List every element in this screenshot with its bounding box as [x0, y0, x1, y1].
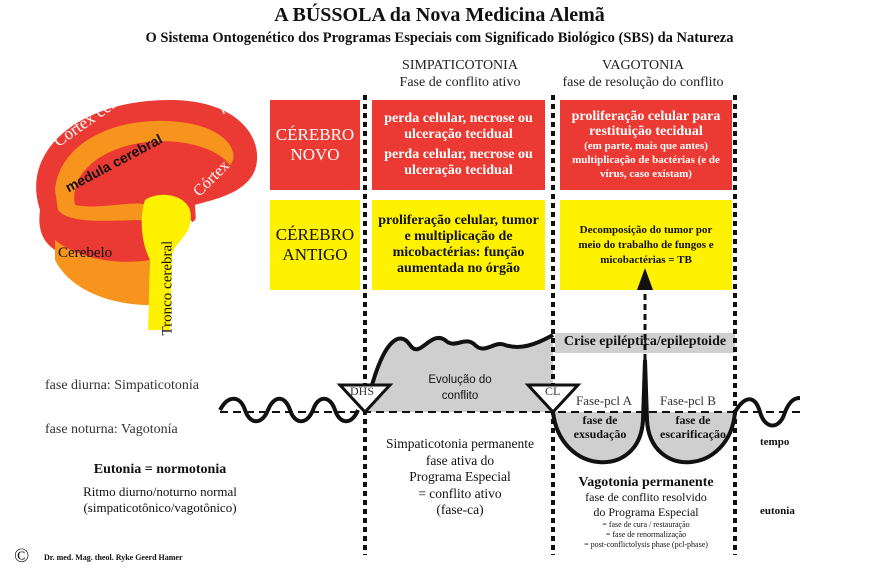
- normal-rhythm-wave: [218, 396, 360, 424]
- brain-illustration: [36, 100, 258, 330]
- brainstem-region: [141, 194, 191, 330]
- night-phase-label: fase noturna: Vagotonía: [45, 422, 178, 437]
- active-phase-text: Simpaticotonia permanente fase ativa do …: [370, 436, 550, 519]
- scarring-label: fase de escarificação: [660, 413, 726, 441]
- cell-text-small: (em parte, mais que antes) multiplicação…: [572, 140, 720, 180]
- cl-label: CL: [545, 384, 561, 398]
- text-line-small: = post-conflictolysis phase (pcl-phase): [584, 540, 708, 549]
- vagotonia-curve: [551, 359, 801, 465]
- crisis-label: Crise epiléptica/epileptoide: [563, 334, 727, 349]
- text-line: fase ativa do: [425, 452, 495, 468]
- old-brain-healing-box: Decomposição do tumor por meio do trabal…: [560, 200, 732, 290]
- diagram-subtitle: O Sistema Ontogenético dos Programas Esp…: [145, 30, 734, 46]
- old-brain-active-box: proliferação celular, tumor e multiplica…: [372, 200, 545, 290]
- dhs-triangle: [336, 383, 394, 415]
- column-header-vagotonia: VAGOTONIA fase de resolução do conflito: [543, 57, 743, 91]
- conflict-area: [365, 335, 553, 412]
- label-line: ANTIGO: [282, 245, 348, 264]
- author-credit: Dr. med. Mag. theol. Ryke Geerd Hamer: [44, 553, 183, 562]
- time-label: tempo: [760, 436, 790, 448]
- diagram-title: A BÚSSOLA da Nova Medicina Alemã: [274, 4, 605, 26]
- text-line: = conflito ativo: [418, 485, 502, 501]
- new-brain-healing-box: proliferação celular para restituição te…: [560, 100, 732, 190]
- crisis-band: [555, 333, 735, 353]
- text-line: Programa Especial: [409, 469, 511, 484]
- text-line-small: = fase de cura / restauração: [602, 520, 690, 529]
- vago-title: Vagotonia permanente: [578, 475, 714, 490]
- text-line: (fase-ca): [436, 502, 484, 517]
- column-subtitle: Fase de conflito ativo: [399, 75, 521, 90]
- exudation-label: fase de exsudação: [573, 413, 627, 441]
- cl-triangle: [524, 383, 582, 415]
- cerebellum-region: [55, 240, 150, 305]
- column-subtitle: fase de resolução do conflito: [562, 75, 724, 90]
- sympathicotonia-wave: [370, 333, 554, 386]
- eutonia-label: eutonia: [760, 505, 795, 517]
- label-line: NOVO: [290, 145, 340, 164]
- text-line: do Programa Especial: [593, 505, 699, 519]
- eutonia-title: Eutonia = normotonia: [93, 462, 227, 477]
- healing-area: [553, 412, 735, 461]
- label-line: CÉREBRO: [275, 125, 355, 144]
- text-line-small: = fase de renormalização: [605, 530, 687, 539]
- pcl-b-label: Fase-pcl B: [660, 393, 716, 408]
- day-phase-label: fase diurna: Simpaticotonía: [45, 378, 199, 393]
- new-brain-active-box: perda celular, necrose ou ulceração teci…: [372, 100, 545, 190]
- cell-text: perda celular, necrose ou ulceração teci…: [384, 111, 533, 142]
- vagotonia-text: Vagotonia permanente fase de conflito re…: [548, 475, 744, 550]
- pcl-a-label: Fase-pcl A: [576, 393, 632, 408]
- text-line: fase de conflito resolvido: [585, 490, 707, 504]
- dhs-label: DHS: [350, 384, 375, 398]
- cell-text: perda celular, necrose ou ulceração teci…: [384, 147, 533, 178]
- cerebellum-label: Cerebelo: [58, 245, 113, 261]
- cell-text: proliferação celular para restituição te…: [571, 109, 721, 139]
- copyright-icon: ©: [14, 545, 30, 567]
- column-title: VAGOTONIA: [602, 58, 684, 73]
- column-title: SIMPATICOTONIA: [402, 58, 518, 73]
- label-line: CÉREBRO: [275, 225, 355, 244]
- text-line: Simpaticotonia permanente: [385, 436, 535, 451]
- evolution-label: Evolução do conflito: [428, 374, 492, 402]
- medulla-region: [55, 120, 234, 221]
- crisis-arrow-head: [637, 268, 653, 290]
- column-header-sympathicotonia: SIMPATICOTONIA Fase de conflito ativo: [360, 57, 560, 91]
- eutonia-text: Ritmo diurno/noturno normal (simpaticotô…: [83, 484, 237, 515]
